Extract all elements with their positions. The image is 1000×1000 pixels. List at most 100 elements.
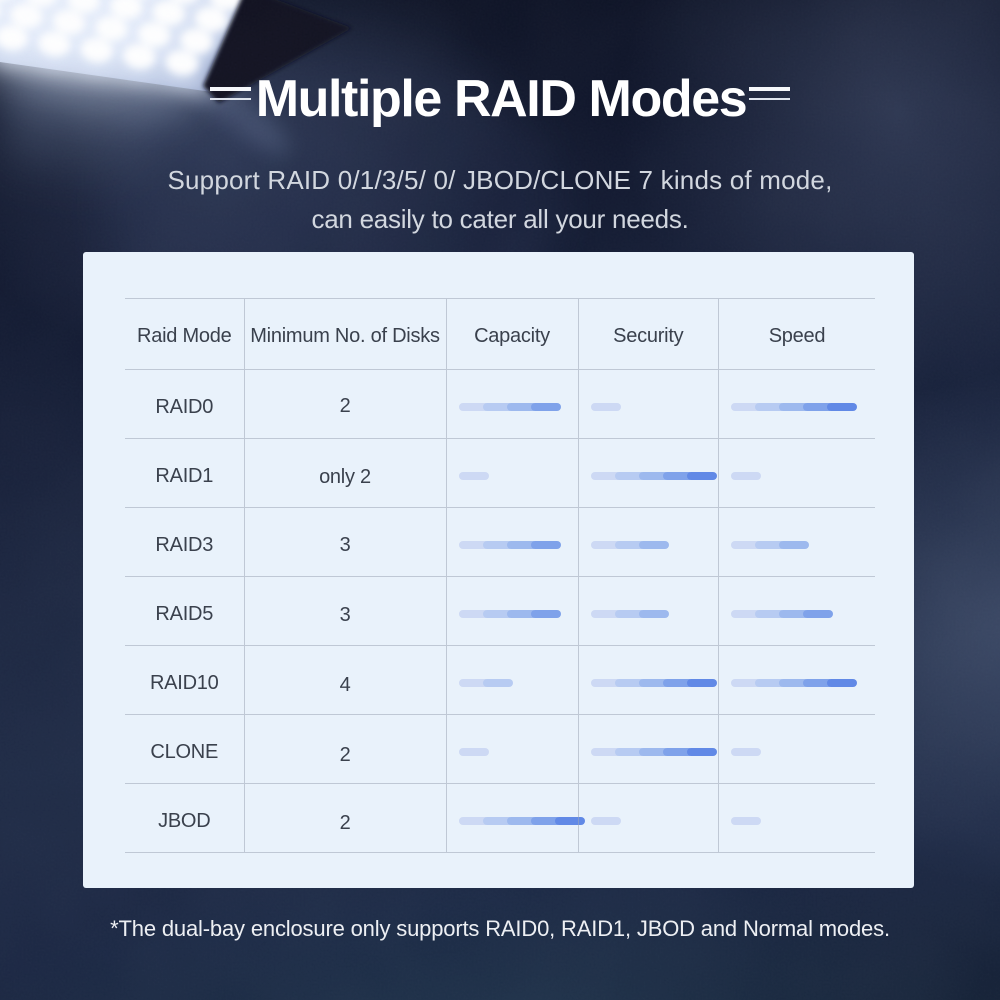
rating-pill [458, 679, 489, 687]
capacity-rating-bar [458, 817, 585, 825]
raid-table: Raid Mode Minimum No. of Disks Capacity … [125, 298, 875, 853]
rating-pill [614, 610, 645, 618]
rating-pill [779, 403, 809, 411]
raid-mode-cell: RAID1 [125, 438, 244, 507]
speed-rating-bar [731, 817, 761, 825]
rating-pill [530, 817, 561, 825]
capacity-rating-bar [458, 472, 489, 480]
subtitle: Support RAID 0/1/3/5/ 0/ JBOD/CLONE 7 ki… [0, 161, 1000, 239]
raid-mode-label: RAID1 [155, 464, 214, 487]
rating-pill [755, 610, 785, 618]
speed-rating-cell [718, 438, 875, 507]
capacity-rating-cell [445, 714, 578, 783]
rating-pill [731, 610, 761, 618]
rating-pill [482, 403, 513, 411]
capacity-rating-bar [458, 679, 513, 687]
rating-pill [638, 679, 669, 687]
rating-pill [458, 610, 489, 618]
speed-rating-cell [718, 714, 875, 783]
rating-pill [482, 817, 513, 825]
rating-pill [755, 403, 785, 411]
raid-mode-cell: RAID3 [125, 507, 244, 576]
speed-rating-cell [718, 507, 875, 576]
security-rating-cell [577, 783, 718, 852]
raid-mode-cell: CLONE [125, 714, 244, 783]
min-disks-value: 4 [339, 673, 351, 696]
subtitle-line-2: can easily to cater all your needs. [311, 204, 689, 234]
footnote: *The dual-bay enclosure only supports RA… [110, 916, 890, 941]
rating-pill [530, 541, 561, 549]
rating-pill [506, 541, 537, 549]
equals-decoration-left [209, 87, 251, 100]
rating-pill [638, 610, 669, 618]
column-header-security: Security [577, 298, 718, 369]
min-disks-cell: 2 [243, 369, 446, 438]
rating-pill [590, 472, 621, 480]
rating-pill [506, 403, 537, 411]
title-row: Multiple RAID Modes [0, 73, 1000, 125]
capacity-rating-cell [445, 645, 578, 714]
rating-pill [686, 472, 717, 480]
security-rating-cell [577, 645, 718, 714]
min-disks-value: only 2 [319, 465, 371, 488]
raid-mode-label: CLONE [150, 740, 219, 763]
min-disks-cell: only 2 [243, 438, 446, 507]
raid-mode-cell: RAID5 [125, 576, 244, 645]
rating-pill [614, 472, 645, 480]
min-disks-cell: 3 [243, 507, 446, 576]
rating-pill [458, 541, 489, 549]
rating-pill [458, 403, 489, 411]
rating-pill [614, 679, 645, 687]
table-row: RAID10 4 [125, 645, 875, 714]
raid-mode-label: RAID3 [155, 533, 214, 556]
table-row: RAID1 only 2 [125, 438, 875, 507]
rating-pill [482, 541, 513, 549]
rating-pill [458, 472, 489, 480]
security-rating-bar [590, 472, 717, 480]
min-disks-value: 2 [339, 394, 351, 417]
table-row: RAID5 3 [125, 576, 875, 645]
rating-pill [779, 541, 809, 549]
column-header-speed: Speed [718, 298, 875, 369]
capacity-rating-cell [445, 369, 578, 438]
rating-pill [686, 679, 717, 687]
speed-rating-bar [731, 748, 761, 756]
rating-pill [662, 472, 693, 480]
rating-pill [827, 679, 857, 687]
rating-pill [779, 610, 809, 618]
rating-pill [458, 817, 489, 825]
min-disks-cell: 2 [243, 783, 446, 852]
raid-mode-cell: RAID0 [125, 369, 244, 438]
column-header-min-disks: Minimum No. of Disks [243, 298, 446, 369]
table-row: RAID3 3 [125, 507, 875, 576]
security-rating-cell [577, 369, 718, 438]
table-row: RAID0 2 [125, 369, 875, 438]
rating-pill [827, 403, 857, 411]
equals-decoration-right [749, 87, 791, 100]
min-disks-value: 3 [339, 603, 351, 626]
capacity-rating-bar [458, 541, 561, 549]
rating-pill [779, 679, 809, 687]
rating-pill [638, 472, 669, 480]
subtitle-line-1: Support RAID 0/1/3/5/ 0/ JBOD/CLONE 7 ki… [167, 165, 833, 195]
raid-mode-label: RAID10 [149, 671, 219, 694]
rating-pill [530, 610, 561, 618]
security-rating-bar [590, 610, 669, 618]
capacity-rating-cell [445, 438, 578, 507]
rating-pill [662, 748, 693, 756]
min-disks-value: 2 [339, 811, 351, 834]
rating-pill [662, 679, 693, 687]
rating-pill [755, 679, 785, 687]
rating-pill [590, 403, 621, 411]
rating-pill [755, 541, 785, 549]
raid-mode-label: RAID5 [155, 602, 214, 625]
security-rating-bar [590, 748, 717, 756]
security-rating-cell [577, 438, 718, 507]
min-disks-cell: 4 [243, 645, 446, 714]
speed-rating-bar [731, 610, 833, 618]
rating-pill [590, 748, 621, 756]
rating-pill [458, 748, 489, 756]
page-title: Multiple RAID Modes [255, 70, 748, 128]
security-rating-cell [577, 507, 718, 576]
